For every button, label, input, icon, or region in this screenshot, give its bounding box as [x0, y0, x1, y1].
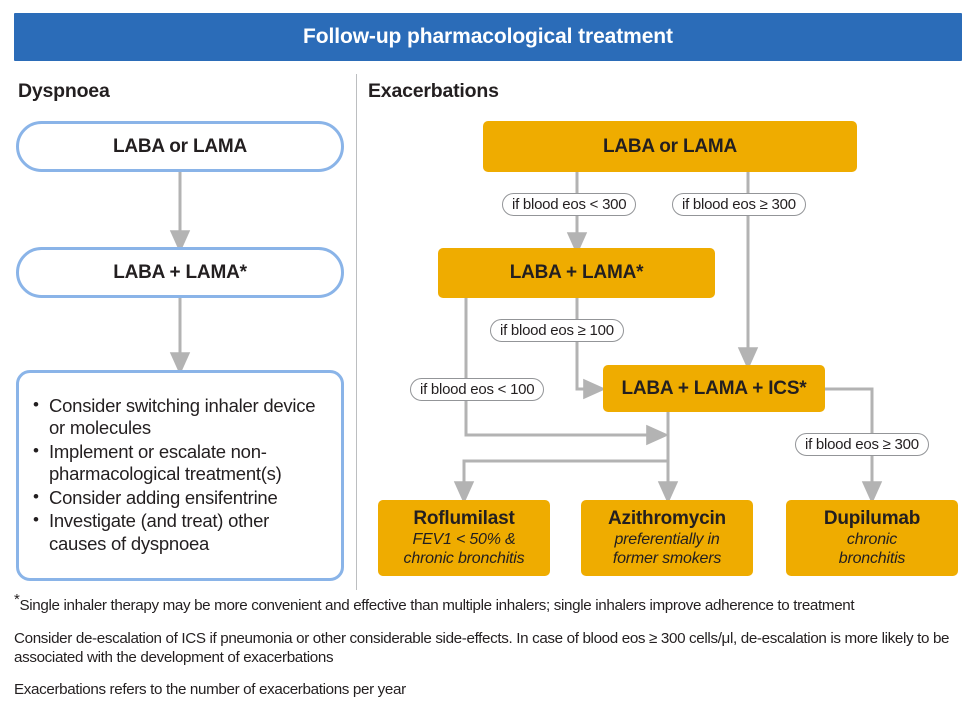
node-exacerbations-laba-lama-ics[interactable]: LABA + LAMA + ICS*: [603, 365, 825, 412]
condition-pill-eos-lt-100: if blood eos < 100: [410, 378, 545, 401]
treatment-criteria-line2: former smokers: [612, 549, 722, 567]
node-dyspnoea-laba-or-lama[interactable]: LABA or LAMA: [16, 121, 344, 172]
treatment-name: Roflumilast: [413, 508, 515, 529]
list-item: Implement or escalate non-pharmacologica…: [33, 440, 331, 486]
node-exacerbations-laba-lama[interactable]: LABA + LAMA*: [438, 248, 715, 298]
condition-label: if blood eos < 100: [420, 381, 535, 398]
condition-pill-eos-lt-300: if blood eos < 300: [502, 193, 637, 216]
advice-bullet-list: Consider switching inhaler device or mol…: [19, 394, 341, 557]
treatment-criteria-line1: FEV1 < 50% &: [412, 531, 516, 548]
treatment-criteria-line1: preferentially in: [614, 531, 720, 548]
node-treatment-azithromycin[interactable]: Azithromycin preferentially in former sm…: [581, 500, 753, 576]
condition-pill-eos-gte-300-bottom: if blood eos ≥ 300: [795, 433, 929, 456]
node-exacerbations-laba-or-lama[interactable]: LABA or LAMA: [483, 121, 857, 172]
condition-label: if blood eos ≥ 300: [805, 436, 919, 453]
footnote-de-escalation: Consider de-escalation of ICS if pneumon…: [14, 630, 950, 666]
column-divider: [356, 74, 357, 590]
footnote-text: Single inhaler therapy may be more conve…: [19, 597, 855, 614]
treatment-name: Dupilumab: [823, 508, 921, 529]
treatment-name: Azithromycin: [608, 508, 726, 529]
condition-label: if blood eos < 300: [512, 196, 627, 213]
node-label: LABA or LAMA: [112, 135, 248, 157]
node-treatment-dupilumab[interactable]: Dupilumab chronic bronchitis: [786, 500, 958, 576]
node-label: LABA + LAMA*: [113, 261, 247, 283]
footnote-asterisk: *: [14, 590, 20, 608]
footnotes: *Single inhaler therapy may be more conv…: [14, 592, 964, 699]
node-dyspnoea-advice[interactable]: Consider switching inhaler device or mol…: [16, 370, 344, 581]
node-treatment-roflumilast[interactable]: Roflumilast FEV1 < 50% & chronic bronchi…: [378, 500, 550, 576]
list-item: Consider switching inhaler device or mol…: [33, 394, 331, 440]
column-heading-exacerbations: Exacerbations: [368, 80, 499, 102]
footnote-exacerbations-definition: Exacerbations refers to the number of ex…: [14, 681, 406, 698]
node-label: LABA + LAMA*: [509, 262, 644, 283]
footnote-single-inhaler: *Single inhaler therapy may be more conv…: [14, 592, 964, 615]
condition-pill-eos-gte-100: if blood eos ≥ 100: [490, 319, 624, 342]
header-banner: Follow-up pharmacological treatment: [14, 13, 962, 61]
condition-label: if blood eos ≥ 100: [500, 322, 614, 339]
list-item: Consider adding ensifentrine: [33, 486, 331, 510]
treatment-criteria-line2: bronchitis: [838, 549, 906, 567]
treatment-criteria-line2: chronic bronchitis: [403, 549, 525, 567]
node-dyspnoea-laba-lama[interactable]: LABA + LAMA*: [16, 247, 344, 298]
arrow-dual-to-ics: [575, 298, 607, 400]
node-label: LABA + LAMA + ICS*: [621, 377, 807, 399]
condition-label: if blood eos ≥ 300: [682, 196, 796, 213]
node-label: LABA or LAMA: [602, 135, 738, 157]
condition-pill-eos-gte-300-top: if blood eos ≥ 300: [672, 193, 806, 216]
arrow-trunk-to-roflumilast: [453, 459, 668, 505]
page-title: Follow-up pharmacological treatment: [303, 25, 673, 48]
list-item: Investigate (and treat) other causes of …: [33, 509, 331, 555]
treatment-criteria-line1: chronic: [846, 531, 898, 548]
column-heading-dyspnoea: Dyspnoea: [18, 80, 110, 102]
